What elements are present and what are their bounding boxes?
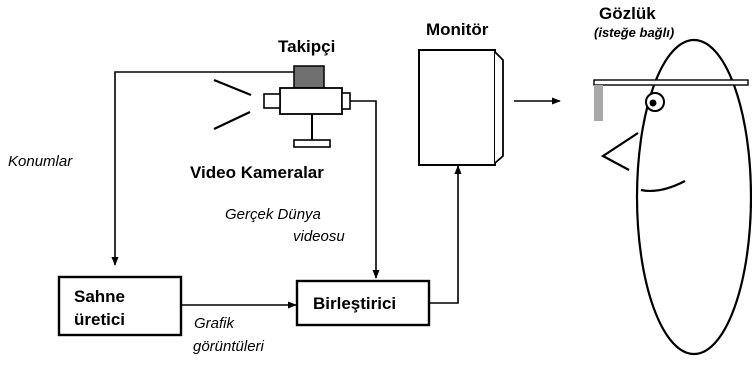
- monitor-icon: [418, 49, 504, 166]
- monitor-label: Monitör: [426, 20, 489, 39]
- glasses-optional-label: (isteğe bağlı): [594, 25, 674, 40]
- real-world-video-label-line2: videosu: [293, 228, 345, 245]
- scene-generator-label-line2: üretici: [74, 310, 125, 329]
- graphics-images-label-line2: görüntüleri: [193, 338, 265, 355]
- glasses-icon: [593, 79, 749, 121]
- compositor-to-monitor-connector: [429, 165, 462, 304]
- positions-label: Konumlar: [8, 153, 73, 170]
- scene-generator-box: [57, 275, 183, 337]
- positions-connector: [111, 71, 294, 266]
- tracker-label: Takipçi: [278, 37, 335, 56]
- video-camera-icon: [213, 78, 351, 148]
- scene-generator-label-line1: Sahne: [74, 287, 125, 306]
- viewer-head-icon: [600, 38, 752, 356]
- compositor-box: [295, 279, 431, 327]
- tracker-box: [293, 65, 325, 89]
- glasses-label: Gözlük: [599, 4, 656, 23]
- real-world-video-label-line1: Gerçek Dünya: [225, 206, 321, 223]
- graphics-images-label-line1: Grafik: [194, 315, 236, 332]
- real-world-video-connector: [350, 100, 380, 279]
- video-cameras-label: Video Kameralar: [190, 163, 324, 182]
- compositor-label: Birleştirici: [313, 294, 396, 313]
